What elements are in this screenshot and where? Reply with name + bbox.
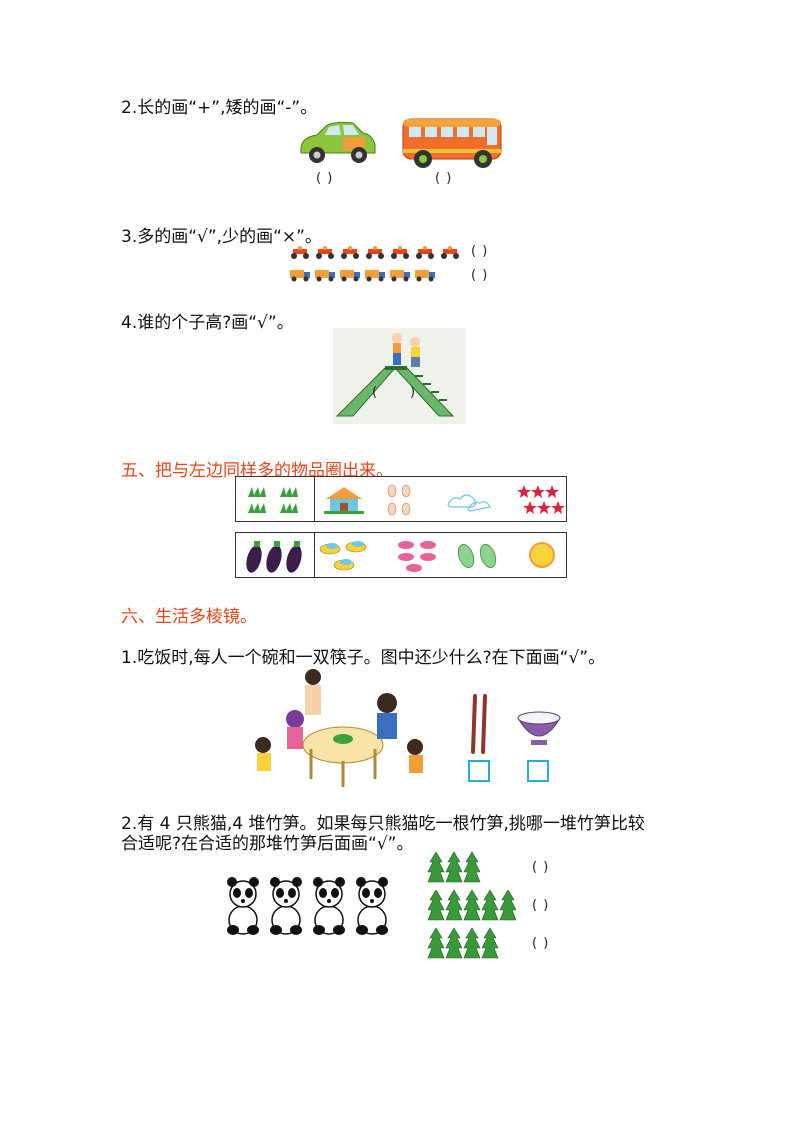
section6-q1-text: 1.吃饭时,每人一个碗和一双筷子。图中还少什么?在下面画“√”。 bbox=[121, 648, 606, 668]
car-image bbox=[300, 121, 376, 163]
bamboo-piles bbox=[427, 851, 517, 959]
bamboo-shoot-icon bbox=[481, 889, 499, 921]
bamboo-shoot-icon bbox=[445, 927, 463, 959]
motorcycle-icon bbox=[341, 246, 359, 259]
cloud-icons bbox=[447, 494, 491, 512]
panda-icon bbox=[313, 877, 345, 935]
grass-icons bbox=[248, 487, 298, 513]
bamboo-pile-1-paren[interactable]: ( ) bbox=[532, 860, 550, 875]
bamboo-shoot-icon bbox=[499, 889, 517, 921]
bamboo-shoot-icon bbox=[463, 889, 481, 921]
q4-text: 4.谁的个子高?画“√”。 bbox=[121, 313, 294, 333]
motorcycle-icon bbox=[416, 246, 434, 259]
q2-text: 2.长的画“+”,矮的画“-”。 bbox=[121, 98, 318, 118]
panda-icon bbox=[356, 877, 388, 935]
chopsticks-checkbox[interactable] bbox=[468, 760, 490, 782]
star-icons bbox=[517, 485, 565, 514]
chopsticks-icon bbox=[471, 694, 487, 754]
motorcycle-icon bbox=[441, 246, 459, 259]
bird-icons bbox=[319, 541, 367, 571]
row2-answer-paren[interactable]: ( ) bbox=[471, 268, 489, 283]
bamboo-shoot-icon bbox=[427, 889, 445, 921]
truck-icon bbox=[290, 270, 310, 282]
fish-icons bbox=[398, 541, 436, 572]
bamboo-shoot-icon bbox=[445, 889, 463, 921]
truck-icon bbox=[340, 270, 360, 282]
motorcycle-icon bbox=[316, 246, 334, 259]
bamboo-shoot-icon bbox=[427, 851, 445, 883]
bamboo-shoot-icon bbox=[427, 927, 445, 959]
slide-right-paren[interactable]: ) bbox=[410, 385, 417, 400]
match-row-1 bbox=[235, 476, 567, 522]
bowl-checkbox[interactable] bbox=[527, 760, 549, 782]
row1-answer-paren[interactable]: ( ) bbox=[471, 244, 489, 259]
dinner-table-scene bbox=[255, 669, 423, 787]
truck-icon bbox=[315, 270, 335, 282]
bus-image bbox=[402, 118, 502, 168]
section6-q2-line2: 合适呢?在合适的那堆竹笋后面画“√”。 bbox=[121, 834, 414, 854]
motorcycle-row bbox=[291, 246, 459, 259]
slide-left-paren[interactable]: ( bbox=[372, 385, 379, 400]
motorcycle-icon bbox=[291, 246, 309, 259]
section6-title: 六、生活多棱镜。 bbox=[121, 607, 257, 627]
section6-q2-line1: 2.有 4 只熊猫,4 堆竹笋。如果每只熊猫吃一根竹笋,挑哪一堆竹笋比较 bbox=[121, 814, 645, 834]
sun-icon bbox=[529, 542, 555, 568]
match-row-2 bbox=[235, 532, 567, 578]
car-answer-paren[interactable]: ( ) bbox=[316, 171, 334, 186]
truck-icon bbox=[390, 270, 410, 282]
panda-icon bbox=[227, 877, 259, 935]
truck-icon bbox=[415, 270, 435, 282]
truck-row bbox=[290, 270, 435, 282]
house-icon bbox=[324, 487, 364, 514]
panda-icon bbox=[270, 877, 302, 935]
rabbit-icons bbox=[387, 484, 411, 516]
bamboo-shoot-icon bbox=[445, 851, 463, 883]
bamboo-shoot-icon bbox=[481, 927, 499, 959]
bus-answer-paren[interactable]: ( ) bbox=[435, 171, 453, 186]
motorcycle-icon bbox=[391, 246, 409, 259]
bamboo-shoot-icon bbox=[463, 851, 481, 883]
eggplant-icons bbox=[246, 541, 302, 573]
bamboo-shoot-icon bbox=[463, 927, 481, 959]
panda-row bbox=[227, 877, 388, 935]
truck-icon bbox=[365, 270, 385, 282]
slide-picture: ( ) bbox=[333, 328, 466, 424]
bowl-icon bbox=[517, 711, 561, 745]
q3-text: 3.多的画“√”,少的画“×”。 bbox=[121, 227, 322, 247]
motorcycle-icon bbox=[366, 246, 384, 259]
bamboo-pile-3-paren[interactable]: ( ) bbox=[532, 936, 550, 951]
bamboo-pile-2-paren[interactable]: ( ) bbox=[532, 898, 550, 913]
leaf-icons bbox=[457, 544, 497, 568]
